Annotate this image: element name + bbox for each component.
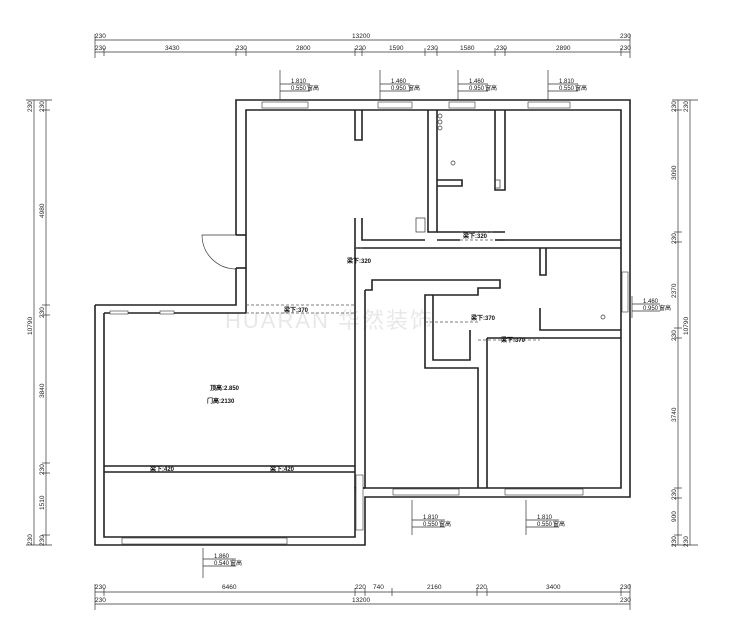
top-dim-seg-9: 2890 bbox=[556, 45, 571, 52]
top-dim-seg-6: 230 bbox=[427, 45, 438, 52]
window-tag-7-label: 窗高 bbox=[553, 520, 565, 528]
left-dim-seg-6: 230 bbox=[39, 535, 46, 546]
beam-label-6: 梁下:420 bbox=[150, 465, 175, 473]
right-dim-seg-2: 230 bbox=[671, 233, 678, 244]
bottom-dim-seg-0: 230 bbox=[95, 584, 106, 591]
window-tag-6-height: 1.810 bbox=[423, 515, 439, 521]
window-tag-5-label: 窗高 bbox=[659, 304, 671, 312]
walls bbox=[94, 99, 631, 546]
window-tag-3-height: 1.460 bbox=[469, 79, 485, 85]
beam-label-7: 梁下:420 bbox=[270, 465, 295, 473]
window-tag-3-sill: 0.950 bbox=[469, 86, 485, 92]
right-dim-seg-7: 900 bbox=[671, 511, 678, 522]
right-total-top-230: 230 bbox=[683, 101, 690, 112]
window-tag-6-sill: 0.550 bbox=[423, 522, 439, 528]
window-tag-7-sill: 0.550 bbox=[537, 522, 553, 528]
window-tag-8-height: 1.860 bbox=[214, 554, 230, 560]
window-tag-5-sill: 0.950 bbox=[643, 306, 659, 312]
bottom-dimensions: 230 6460 220 740 2160 220 3400 230 13200… bbox=[94, 584, 631, 610]
top-dim-left-230: 230 bbox=[95, 33, 106, 40]
left-total-bottom-230: 230 bbox=[27, 534, 34, 545]
bottom-dim-seg-5: 220 bbox=[476, 584, 487, 591]
window-tag-4-sill: 0.550 bbox=[559, 86, 575, 92]
bottom-dim-seg-4: 2160 bbox=[427, 584, 442, 591]
window-tag-2-sill: 0.950 bbox=[391, 86, 407, 92]
top-dim-seg-1: 3430 bbox=[165, 45, 180, 52]
top-total-dim: 13200 bbox=[352, 33, 370, 40]
window-tag-1-label: 窗高 bbox=[307, 84, 319, 92]
window-tag-4-label: 窗高 bbox=[575, 84, 587, 92]
window-tag-6-label: 窗高 bbox=[439, 520, 451, 528]
window-tag-1-height: 1.810 bbox=[291, 79, 307, 85]
left-total-dim: 10790 bbox=[27, 317, 34, 335]
bottom-dim-seg-2: 220 bbox=[355, 584, 366, 591]
top-dim-seg-2: 230 bbox=[236, 45, 247, 52]
right-total-bottom-230: 230 bbox=[683, 536, 690, 547]
living-ceiling-height: 顶高:2.850 bbox=[210, 384, 240, 392]
left-dim-seg-3: 3840 bbox=[39, 383, 46, 398]
bottom-total-dim: 13200 bbox=[352, 597, 370, 604]
window-tags: 1.810 0.550 窗高 1.460 0.950 窗高 1.460 0.95… bbox=[202, 70, 671, 578]
bottom-total-left-230: 230 bbox=[95, 597, 106, 604]
window-tag-8-sill: 0.540 bbox=[214, 561, 230, 567]
left-dim-seg-5: 1510 bbox=[39, 495, 46, 510]
bottom-dim-seg-1: 6460 bbox=[222, 584, 237, 591]
window-tag-1-sill: 0.550 bbox=[291, 86, 307, 92]
left-dim-seg-1: 4980 bbox=[39, 203, 46, 218]
beam-label-1: 梁下:320 bbox=[347, 257, 372, 265]
left-dim-seg-4: 230 bbox=[39, 464, 46, 475]
right-total-dim: 10790 bbox=[683, 317, 690, 335]
right-dim-seg-0: 230 bbox=[671, 101, 678, 112]
right-dimensions: 230 3090 230 2370 230 3740 230 900 230 2… bbox=[671, 99, 698, 547]
top-dim-seg-0: 230 bbox=[95, 45, 106, 52]
top-dim-seg-3: 2800 bbox=[296, 45, 311, 52]
entry-door bbox=[201, 234, 246, 270]
bottom-total-right-230: 230 bbox=[620, 597, 631, 604]
top-dim-seg-5: 1590 bbox=[389, 45, 404, 52]
beam-lines bbox=[246, 231, 540, 341]
right-dim-seg-5: 3740 bbox=[671, 407, 678, 422]
living-door-height: 门高:2130 bbox=[207, 397, 235, 405]
window-tag-4-height: 1.810 bbox=[559, 79, 575, 85]
top-dim-seg-8: 230 bbox=[496, 45, 507, 52]
right-dim-seg-4: 230 bbox=[671, 330, 678, 341]
window-tag-5-height: 1.460 bbox=[643, 299, 659, 305]
bottom-dim-seg-3: 740 bbox=[373, 584, 384, 591]
beam-label-3: 梁下:370 bbox=[284, 306, 309, 314]
beam-label-4: 梁下:370 bbox=[471, 314, 496, 322]
top-dim-seg-10: 230 bbox=[620, 45, 631, 52]
fixtures bbox=[415, 113, 606, 320]
windows bbox=[109, 101, 629, 545]
right-dim-seg-1: 3090 bbox=[671, 165, 678, 180]
window-tag-7-height: 1.810 bbox=[537, 515, 553, 521]
top-dim-right-230: 230 bbox=[620, 33, 631, 40]
window-tag-2-label: 窗高 bbox=[408, 84, 420, 92]
left-total-top-230: 230 bbox=[27, 101, 34, 112]
left-dim-seg-2: 230 bbox=[39, 307, 46, 318]
watermark: HUARAN 华然装饰 bbox=[225, 308, 434, 333]
beam-label-5: 梁下:370 bbox=[501, 336, 526, 344]
beam-label-2: 梁下:320 bbox=[463, 232, 488, 240]
top-dim-seg-4: 220 bbox=[355, 45, 366, 52]
window-tag-8-label: 窗高 bbox=[230, 559, 242, 567]
beam-labels: 梁下:320 梁下:320 梁下:370 梁下:370 梁下:370 梁下:42… bbox=[150, 232, 526, 473]
right-dim-seg-6: 230 bbox=[671, 489, 678, 500]
window-tag-3-label: 窗高 bbox=[485, 84, 497, 92]
bottom-dim-seg-6: 3400 bbox=[546, 584, 561, 591]
top-dim-seg-7: 1580 bbox=[460, 45, 475, 52]
right-dim-seg-8: 230 bbox=[671, 536, 678, 547]
left-dim-seg-0: 230 bbox=[39, 101, 46, 112]
left-dimensions: 10790 230 230 230 4980 230 3840 230 1510… bbox=[26, 99, 52, 546]
right-dim-seg-3: 2370 bbox=[671, 283, 678, 298]
living-room-labels: 顶高:2.850 门高:2130 bbox=[207, 384, 240, 405]
top-dimensions: 13200 230 230 230 3430 230 2800 220 1590… bbox=[94, 33, 631, 58]
window-tag-2-height: 1.460 bbox=[391, 79, 407, 85]
bottom-dim-seg-7: 230 bbox=[620, 584, 631, 591]
